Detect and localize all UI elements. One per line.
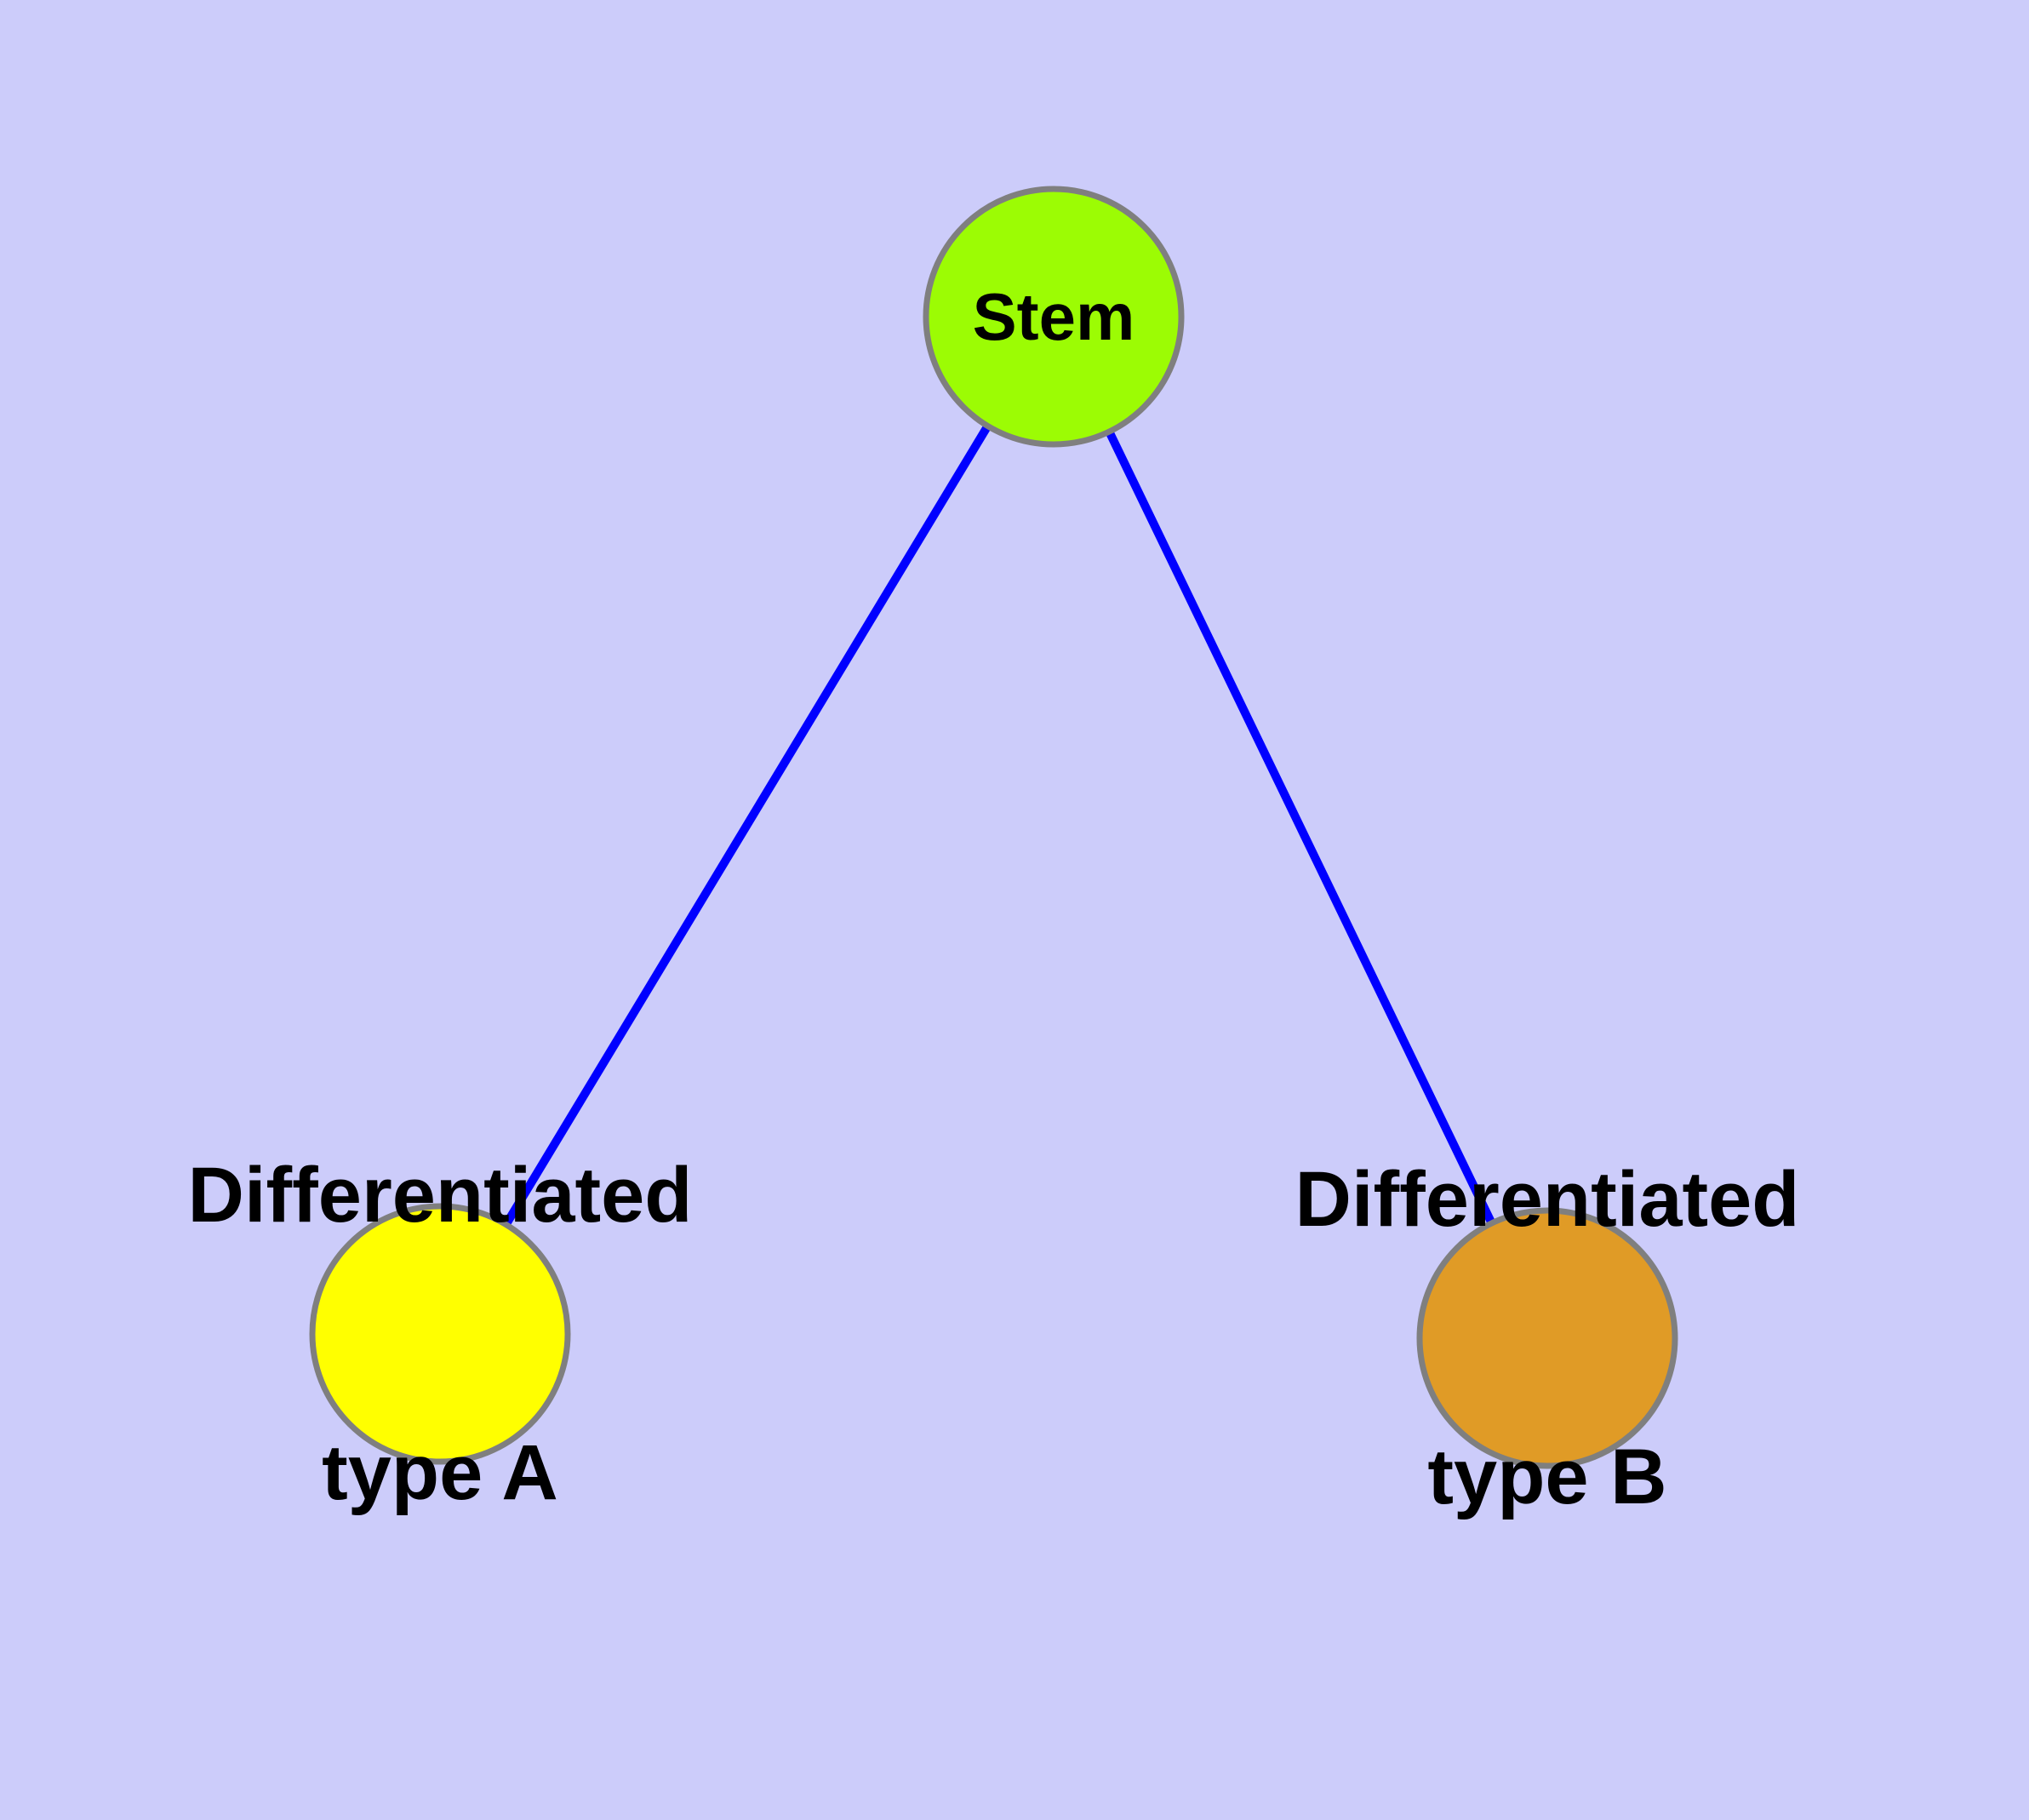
edge-layer xyxy=(436,314,1552,1341)
edge-stem-to-diff-type-a[interactable] xyxy=(436,314,1058,1336)
node-circle-stem[interactable] xyxy=(923,186,1185,448)
edge-stem-to-diff-type-b[interactable] xyxy=(1049,314,1552,1341)
node-layer xyxy=(309,186,1678,1469)
node-circle-diff-type-b[interactable] xyxy=(1416,1207,1678,1469)
node-circle-diff-type-a[interactable] xyxy=(309,1203,571,1465)
